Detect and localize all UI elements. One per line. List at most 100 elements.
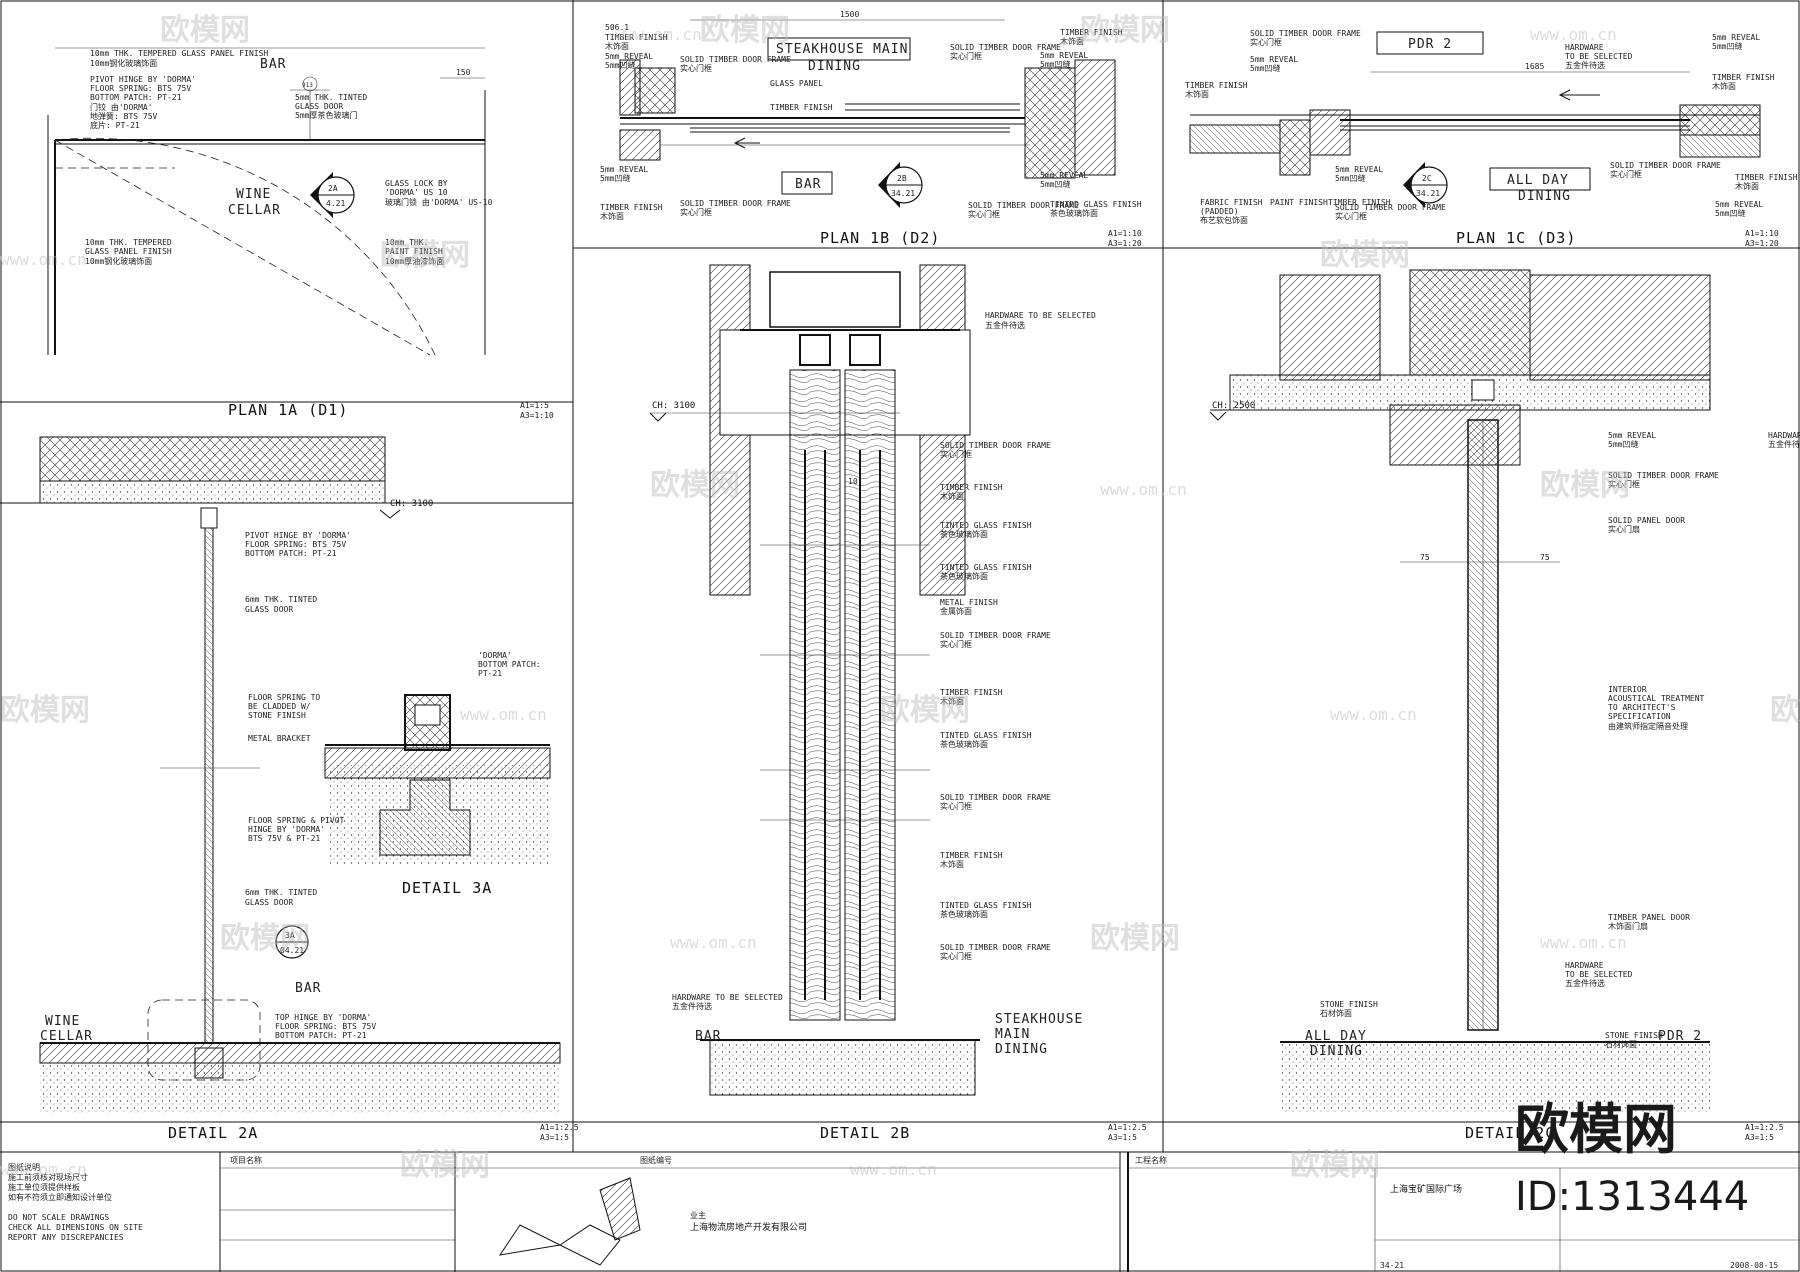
dim-150: 150 bbox=[456, 68, 471, 77]
note-1a-10: 5mm厚茶色玻璃门 bbox=[295, 110, 357, 120]
note-2b-17: 茶色玻璃饰面 bbox=[940, 739, 988, 749]
note-2c-14: 木饰面门扇 bbox=[1608, 921, 1648, 931]
note-1a-2: PIVOT HINGE BY 'DORMA' bbox=[90, 75, 196, 84]
dim-75-right: 75 bbox=[1540, 553, 1550, 562]
note-1b-25: 实心门框 bbox=[968, 209, 1000, 219]
ch-3100-2a: CH: 3100 bbox=[390, 499, 433, 509]
company-logo bbox=[498, 1224, 621, 1266]
note-1b-11: 木饰面 bbox=[600, 211, 624, 221]
note-1a-5: 门铰 由'DORMA' bbox=[90, 102, 153, 112]
room-bar: BAR bbox=[260, 57, 286, 72]
detail-2b-title: DETAIL 2B bbox=[820, 1124, 910, 1142]
tb-col2-header: 项目名称 bbox=[230, 1155, 262, 1165]
room-cellar: CELLAR bbox=[228, 203, 281, 218]
detail-2a: CH: 3100 PIVOT HINGE BY 'DORMA' FLOOR SP… bbox=[0, 436, 579, 1142]
tb-note-en-1: CHECK ALL DIMENSIONS ON SITE bbox=[8, 1223, 143, 1232]
note-1c-17: 五金件待选 bbox=[1565, 60, 1605, 70]
tb-col2-header2: 图纸编号 bbox=[640, 1155, 672, 1165]
tb-note-cn-1: 施工前须核对现场尺寸 bbox=[8, 1172, 88, 1182]
plan-1a: 150 BAR WINE CELLAR 2A 4.21 10mm THK. TE… bbox=[47, 47, 554, 420]
note-2c-16: TO BE SELECTED bbox=[1565, 970, 1633, 979]
note-1a-13: 玻璃门锁 由'DORMA' US-10 bbox=[385, 197, 493, 207]
note-1a-0: 10mm THK. TEMPERED GLASS PANEL FINISH bbox=[90, 49, 268, 58]
note-1c-24: TIMBER FINISH bbox=[1735, 173, 1798, 182]
wm-url-2: www.om.cn bbox=[1530, 25, 1617, 44]
marker-2b-top: 2B bbox=[897, 174, 907, 183]
note-3a-2: PT-21 bbox=[478, 669, 502, 678]
plan-1a-scale-a3: A3=1:10 bbox=[520, 411, 554, 420]
note-1b-8: 5mm REVEAL bbox=[600, 165, 648, 174]
note-1c-13: SOLID TIMBER DOOR FRAME bbox=[1335, 203, 1446, 212]
note-1b-20: TINTED GLASS FINISH bbox=[1050, 200, 1142, 209]
room-box-all-day: ALL DAY DINING bbox=[1489, 167, 1591, 204]
note-1a-3: FLOOR SPRING: BTS 75V bbox=[90, 84, 191, 93]
note-2b-20: TIMBER FINISH bbox=[940, 851, 1003, 860]
note-1a-12: 'DORMA' US 10 bbox=[385, 188, 448, 197]
room-cellar-2a: CELLAR bbox=[40, 1029, 93, 1044]
tb-note-cn-0: 图纸说明 bbox=[8, 1162, 40, 1172]
note-1a-8: 5mm THK. TINTED bbox=[295, 93, 367, 102]
note-1c-20: TIMBER FINISH bbox=[1712, 73, 1775, 82]
detail-3a-title: DETAIL 3A bbox=[402, 879, 492, 897]
section-marker-2c: 2C 34.21 bbox=[1403, 162, 1448, 208]
note-1a-11: GLASS LOCK BY bbox=[385, 179, 448, 188]
note-2b-25: 实心门框 bbox=[940, 951, 972, 961]
room-wine-2a: WINE bbox=[45, 1014, 80, 1029]
note-1b-16: TIMBER FINISH bbox=[1060, 28, 1123, 37]
note-1b-15: 实心门框 bbox=[950, 51, 982, 61]
detail-2b-scale-a3: A3=1:5 bbox=[1108, 1133, 1137, 1142]
note-2b-0: HARDWARE TO BE SELECTED bbox=[985, 311, 1096, 320]
note-2c-7: 实心门扇 bbox=[1608, 524, 1640, 534]
note-1b-4: SOLID TIMBER DOOR FRAME bbox=[680, 55, 791, 64]
note-1c-25: 木饰面 bbox=[1735, 181, 1759, 191]
note-1c-9: PAINT FINISH bbox=[1270, 198, 1328, 207]
dim-10: 10 bbox=[848, 477, 858, 486]
wm-2: 欧模网 bbox=[700, 13, 790, 48]
note-1b-2: 5mm REVEAL bbox=[605, 52, 653, 61]
note-2c-9: ACOUSTICAL TREATMENT bbox=[1608, 694, 1705, 703]
room-box-bar-1b: BAR bbox=[781, 171, 833, 195]
note-1c-22: SOLID TIMBER DOOR FRAME bbox=[1610, 161, 1721, 170]
note-2b-1: 五金件待选 bbox=[985, 320, 1025, 330]
note-2c-18: STONE FINISH bbox=[1320, 1000, 1378, 1009]
room-all-day-0: ALL DAY bbox=[1507, 173, 1569, 188]
marker-3a-top: 3A bbox=[285, 931, 295, 940]
note-2b-26: HARDWARE TO BE SELECTED bbox=[672, 993, 783, 1002]
tb-sheet-no: 34-21 bbox=[1380, 1261, 1404, 1270]
room-steakhouse-0: STEAKHOUSE bbox=[995, 1012, 1083, 1027]
note-2a-0: PIVOT HINGE BY 'DORMA' bbox=[245, 531, 351, 540]
marker-2b-bottom: 34.21 bbox=[891, 189, 915, 198]
section-marker-2a: 2A 4.21 bbox=[310, 172, 355, 218]
note-2b-8: TINTED GLASS FINISH bbox=[940, 563, 1032, 572]
room-steakhouse-2: DINING bbox=[995, 1042, 1048, 1057]
tb-note-en-0: DO NOT SCALE DRAWINGS bbox=[8, 1213, 109, 1222]
dim-75-left: 75 bbox=[1420, 553, 1430, 562]
tb-client-label: 业主 bbox=[690, 1210, 706, 1220]
note-1c-16: TO BE SELECTED bbox=[1565, 52, 1633, 61]
room-all-day-2c-0: ALL DAY bbox=[1305, 1029, 1367, 1044]
marker-2a-top: 2A bbox=[328, 184, 338, 193]
plan-1c: 1685 PDR 2 ALL DAY DINING 2C 34.21 SOLID… bbox=[1185, 29, 1798, 248]
note-1c-7: (PADDED) bbox=[1200, 207, 1239, 216]
note-2c-1: 五金件待选 bbox=[1768, 439, 1800, 449]
room-steakhouse-inline-1: DINING bbox=[808, 59, 861, 74]
note-1c-0: SOLID TIMBER DOOR FRAME bbox=[1250, 29, 1361, 38]
note-2c-8: INTERIOR bbox=[1608, 685, 1647, 694]
note-1c-4: TIMBER FINISH bbox=[1185, 81, 1248, 90]
note-2c-0: HARDWARE TO BE SELECTED bbox=[1768, 431, 1800, 440]
note-2c-21: 石材饰面 bbox=[1605, 1039, 1637, 1049]
note-2a-9: BOTTOM PATCH: PT-21 bbox=[275, 1031, 367, 1040]
note-2b-3: 实心门框 bbox=[940, 449, 972, 459]
section-marker-3a: 3A 04.21 bbox=[275, 925, 309, 959]
ch-3100-2b: CH: 3100 bbox=[652, 401, 695, 411]
dim-1500: 1500 bbox=[840, 10, 859, 19]
note-1a-17: 10mm THK. bbox=[385, 238, 428, 247]
note-3a-4: BE CLADDED W/ bbox=[248, 702, 311, 711]
brand-stamp-name: 欧模网 bbox=[1515, 1098, 1677, 1161]
note-1c-2: 5mm REVEAL bbox=[1250, 55, 1298, 64]
room-steakhouse-1: MAIN bbox=[995, 1027, 1030, 1042]
note-1c-14: 实心门框 bbox=[1335, 211, 1367, 221]
note-2b-10: METAL FINISH bbox=[940, 598, 998, 607]
note-1b-9: 5mm凹缝 bbox=[600, 173, 630, 183]
detail-2a-scale-a1: A1=1:2.5 bbox=[540, 1123, 579, 1132]
